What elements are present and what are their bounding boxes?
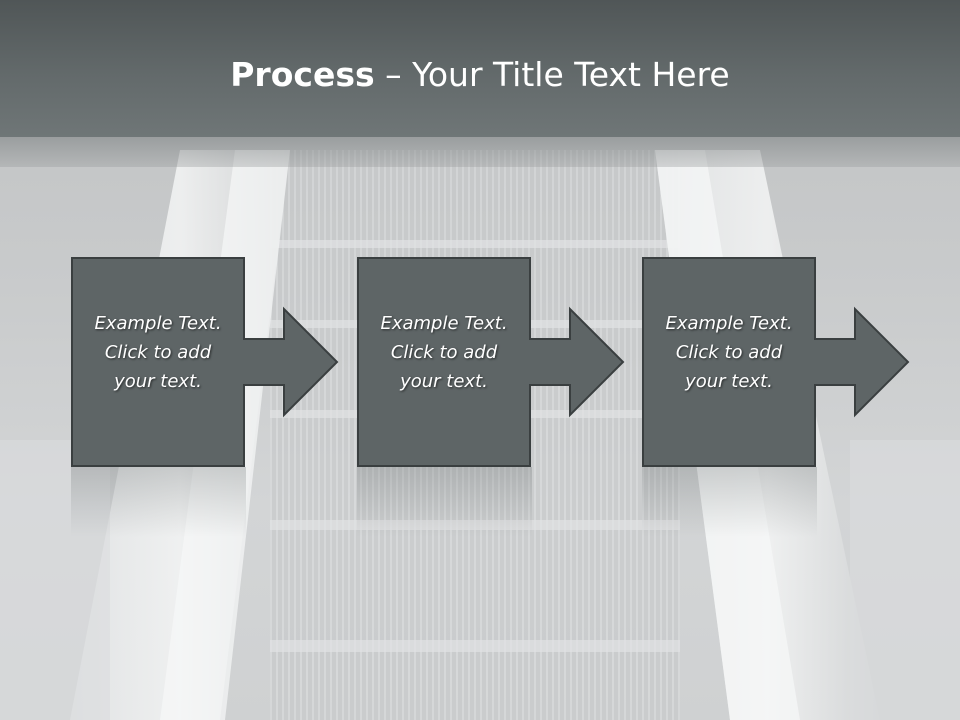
step-1-arrow-shape [71,257,339,467]
process-step-1[interactable]: Example Text. Click to add your text. [71,257,341,467]
step-2-text: Example Text. Click to add your text. [380,313,508,392]
slide-title[interactable]: Process – Your Title Text Here [0,52,960,98]
title-bar [0,0,960,137]
step-1-reflection [71,467,246,537]
step-2-arrow-shape [357,257,625,467]
title-strong-text: Process [230,55,375,94]
title-rest-text: – Your Title Text Here [374,55,730,94]
title-bar-shadow [0,137,960,167]
step-3-arrow-shape [642,257,910,467]
step-3-reflection [642,467,817,537]
process-step-2[interactable]: Example Text. Click to add your text. [357,257,627,467]
process-step-3[interactable]: Example Text. Click to add your text. [642,257,912,467]
step-1-text: Example Text. Click to add your text. [94,313,222,392]
step-3-text: Example Text. Click to add your text. [665,313,793,392]
step-2-reflection [357,467,532,537]
